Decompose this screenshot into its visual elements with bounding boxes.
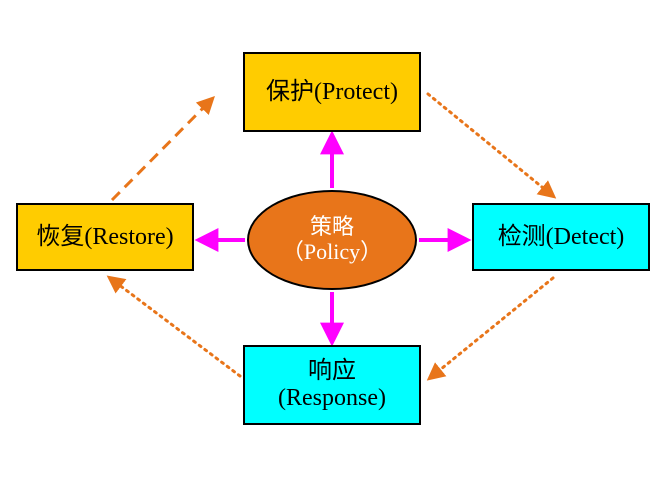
- connector-protect-to-detect: [426, 92, 557, 199]
- node-policy-label: 策略 （Policy）: [281, 214, 383, 264]
- connector-restore-to-protect: [110, 96, 215, 202]
- node-response-label: 响应 (Response): [278, 358, 386, 411]
- node-restore[interactable]: 恢复(Restore): [16, 203, 194, 271]
- node-response[interactable]: 响应 (Response): [243, 345, 421, 425]
- node-detect-label: 检测(Detect): [497, 223, 625, 250]
- node-protect-label: 保护(Protect): [266, 78, 398, 105]
- connector-response-to-restore: [106, 275, 242, 378]
- node-restore-label: 恢复(Restore): [36, 223, 174, 250]
- node-policy[interactable]: 策略 （Policy）: [247, 190, 417, 290]
- node-detect[interactable]: 检测(Detect): [472, 203, 650, 271]
- connector-detect-to-response: [426, 276, 555, 381]
- node-protect[interactable]: 保护(Protect): [243, 52, 421, 132]
